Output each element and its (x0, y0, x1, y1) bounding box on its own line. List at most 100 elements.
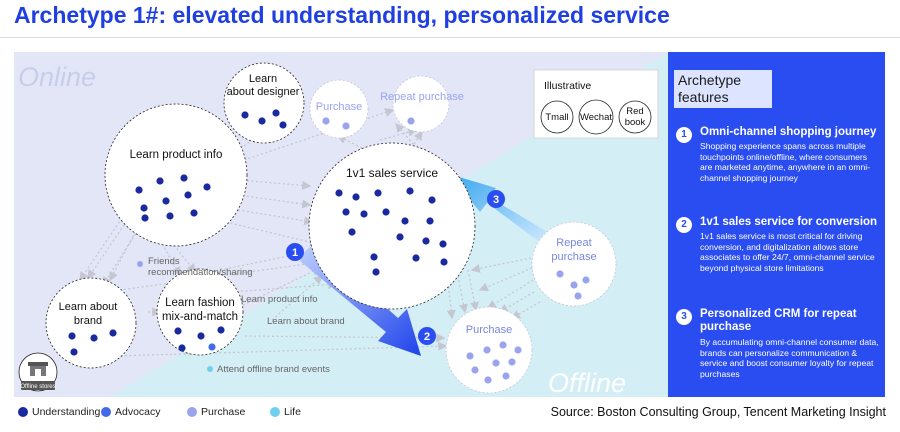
edge-label-learn-product-info: Learn product info (241, 294, 318, 305)
journey-connector (243, 108, 395, 161)
step-2-number: 2 (424, 331, 430, 343)
node-dot (174, 327, 182, 335)
node-dot (203, 183, 211, 191)
journey-connector (244, 333, 446, 343)
node-dot (348, 228, 356, 236)
node-dot (70, 348, 78, 356)
node-dot (406, 187, 414, 195)
node-dot (401, 217, 409, 225)
node-dot (241, 111, 249, 119)
node-dot (141, 214, 149, 222)
node-dot (556, 270, 564, 278)
node-dot (374, 189, 382, 197)
node-dot (466, 352, 474, 360)
legend-life-dot (270, 407, 280, 417)
feature-3-title: Personalized CRM for repeat purchase (700, 308, 857, 333)
node-dot (352, 193, 360, 201)
node-dots (68, 109, 590, 384)
node-dot (396, 233, 404, 241)
store-label-bg (21, 381, 55, 390)
node-learn-brand (45, 277, 137, 369)
node-dot (322, 117, 330, 125)
illustrative-label: Illustrative (544, 80, 591, 92)
feature-1-number: 1 (676, 127, 692, 143)
node-dot (422, 237, 430, 245)
feature-3-body: By accumulating omni-channel consumer da… (700, 337, 879, 379)
online-label: Online (18, 62, 96, 92)
node-dot (184, 191, 192, 199)
node-dot (135, 186, 143, 194)
journey-connector (271, 275, 323, 321)
platform-tmall-label: Tmall (545, 112, 568, 123)
journey-connector (237, 179, 312, 190)
journey-connector (219, 247, 320, 271)
legend-understanding-dot (18, 407, 28, 417)
node-dot (162, 197, 170, 205)
store-icon-door (35, 369, 41, 376)
node-dot (439, 240, 447, 248)
legend-life-label: Life (284, 406, 301, 418)
edge-label-learn-about-brand: Learn about brand (267, 316, 345, 327)
node-dot (492, 359, 500, 367)
friends-dot (137, 261, 143, 267)
node-dot (258, 117, 266, 125)
node-label-purchase-online: Purchase (316, 101, 362, 113)
node-dot (514, 346, 522, 354)
journey-connector (231, 280, 338, 293)
features-panel: Archetype features 1 Omni-channel shoppi… (668, 52, 885, 397)
journey-connector (478, 267, 533, 292)
node-dot (272, 109, 280, 117)
platform-tmall (540, 100, 574, 134)
legend-understanding-label: Understanding (32, 406, 101, 418)
node-dot (279, 121, 287, 129)
journey-connector (446, 281, 456, 320)
platform-wechat (578, 99, 614, 135)
offline-events-dot (207, 366, 213, 372)
store-label: Offline stores (20, 384, 55, 390)
edge-label-offline-events: Attend offline brand events (217, 364, 330, 375)
journey-connector (379, 127, 418, 141)
feature-1-body: Shopping experience spans across multipl… (700, 141, 871, 183)
step-3-number: 3 (493, 194, 499, 206)
legend-purchase-dot (187, 407, 197, 417)
node-dot (499, 341, 507, 349)
feature-2-body: 1v1 sales service is most critical for d… (700, 231, 875, 273)
journey-connector (173, 244, 196, 274)
node-dot (360, 210, 368, 218)
legend-advocacy-label: Advocacy (115, 406, 161, 418)
feature-2-title: 1v1 sales service for conversion (700, 216, 878, 228)
platform-redbook (618, 100, 652, 134)
node-dot (508, 358, 516, 366)
node-dot (502, 372, 510, 380)
node-dot (342, 208, 350, 216)
journey-connector (79, 217, 123, 282)
journey-connector (470, 257, 532, 273)
node-dot (190, 209, 198, 217)
step-2-badge (418, 327, 436, 345)
node-dot (582, 276, 590, 284)
store-icon (28, 362, 48, 366)
legend-advocacy-dot (101, 407, 111, 417)
feature-1-title: Omni-channel shopping journey (700, 126, 877, 138)
node-dot (471, 366, 479, 374)
journey-connector (102, 229, 139, 287)
node-dot (217, 326, 225, 334)
node-dot (140, 204, 148, 212)
step-1-badge (286, 243, 304, 261)
legend-purchase: Purchase (187, 406, 245, 418)
feature-2-number: 2 (676, 217, 692, 233)
node-dot (90, 334, 98, 342)
platform-wechat-label: Wechat (580, 112, 612, 123)
feature-3-number: 3 (676, 309, 692, 325)
panel-title: Archetype features (674, 70, 772, 108)
step-1-number: 1 (292, 247, 298, 259)
offline-label: Offline (548, 368, 626, 398)
journey-connector (510, 301, 541, 319)
node-dot (370, 253, 378, 261)
node-dot (382, 208, 390, 216)
node-dot (440, 258, 448, 266)
